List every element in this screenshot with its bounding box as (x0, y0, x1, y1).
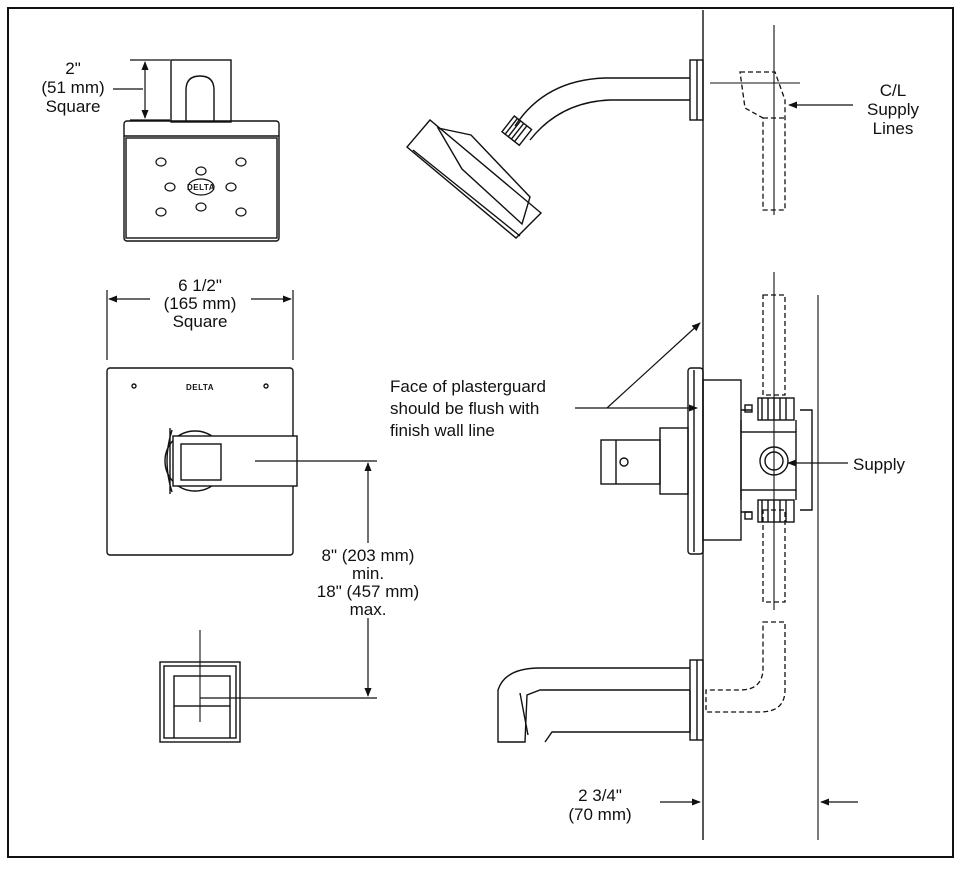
spacing-min-label: min. (352, 564, 384, 583)
spout-supply-elbow-hidden (705, 621, 786, 713)
wall-depth-mm: (70 mm) (568, 805, 631, 824)
tub-spout-front-view (159, 630, 241, 743)
trim-size-square: Square (173, 312, 228, 331)
valve-body-side-view (600, 367, 813, 555)
head-size-square: Square (46, 97, 101, 116)
wall-section-lines (702, 10, 819, 840)
tub-spout-side-view (497, 659, 704, 743)
head-size-dimension (113, 59, 170, 121)
supply-lines-label-3: Lines (873, 119, 914, 138)
supply-lines-label-1: C/L (880, 81, 906, 100)
supply-lines-label-2: Supply (867, 100, 919, 119)
showerhead-front-view (123, 59, 280, 242)
plasterguard-note-1: Face of plasterguard (390, 377, 546, 396)
diagram-frame (7, 7, 954, 858)
spacing-max-value: 18" (457 mm) (317, 582, 419, 601)
plasterguard-leaders (575, 322, 701, 412)
wall-depth-inch: 2 3/4" (578, 786, 622, 805)
spacing-min-value: 8" (203 mm) (322, 546, 415, 565)
supply-centerline (710, 25, 800, 215)
spacing-max-label: max. (350, 600, 387, 619)
head-size-mm: (51 mm) (41, 78, 104, 97)
head-size-inch: 2" (65, 59, 81, 78)
plasterguard-note-3: finish wall line (390, 421, 495, 440)
supply-label: Supply (853, 455, 905, 474)
trim-size-inch: 6 1/2" (178, 276, 222, 295)
trim-brand-logo: DELTA (186, 383, 214, 392)
plasterguard-note-2: should be flush with (390, 399, 539, 418)
trim-width-dimension (106, 290, 294, 360)
shower-arm-side-view (406, 59, 704, 239)
trim-size-mm: (165 mm) (164, 294, 237, 313)
supply-elbow-hidden (739, 71, 786, 211)
head-brand-logo: DELTA (187, 183, 215, 192)
